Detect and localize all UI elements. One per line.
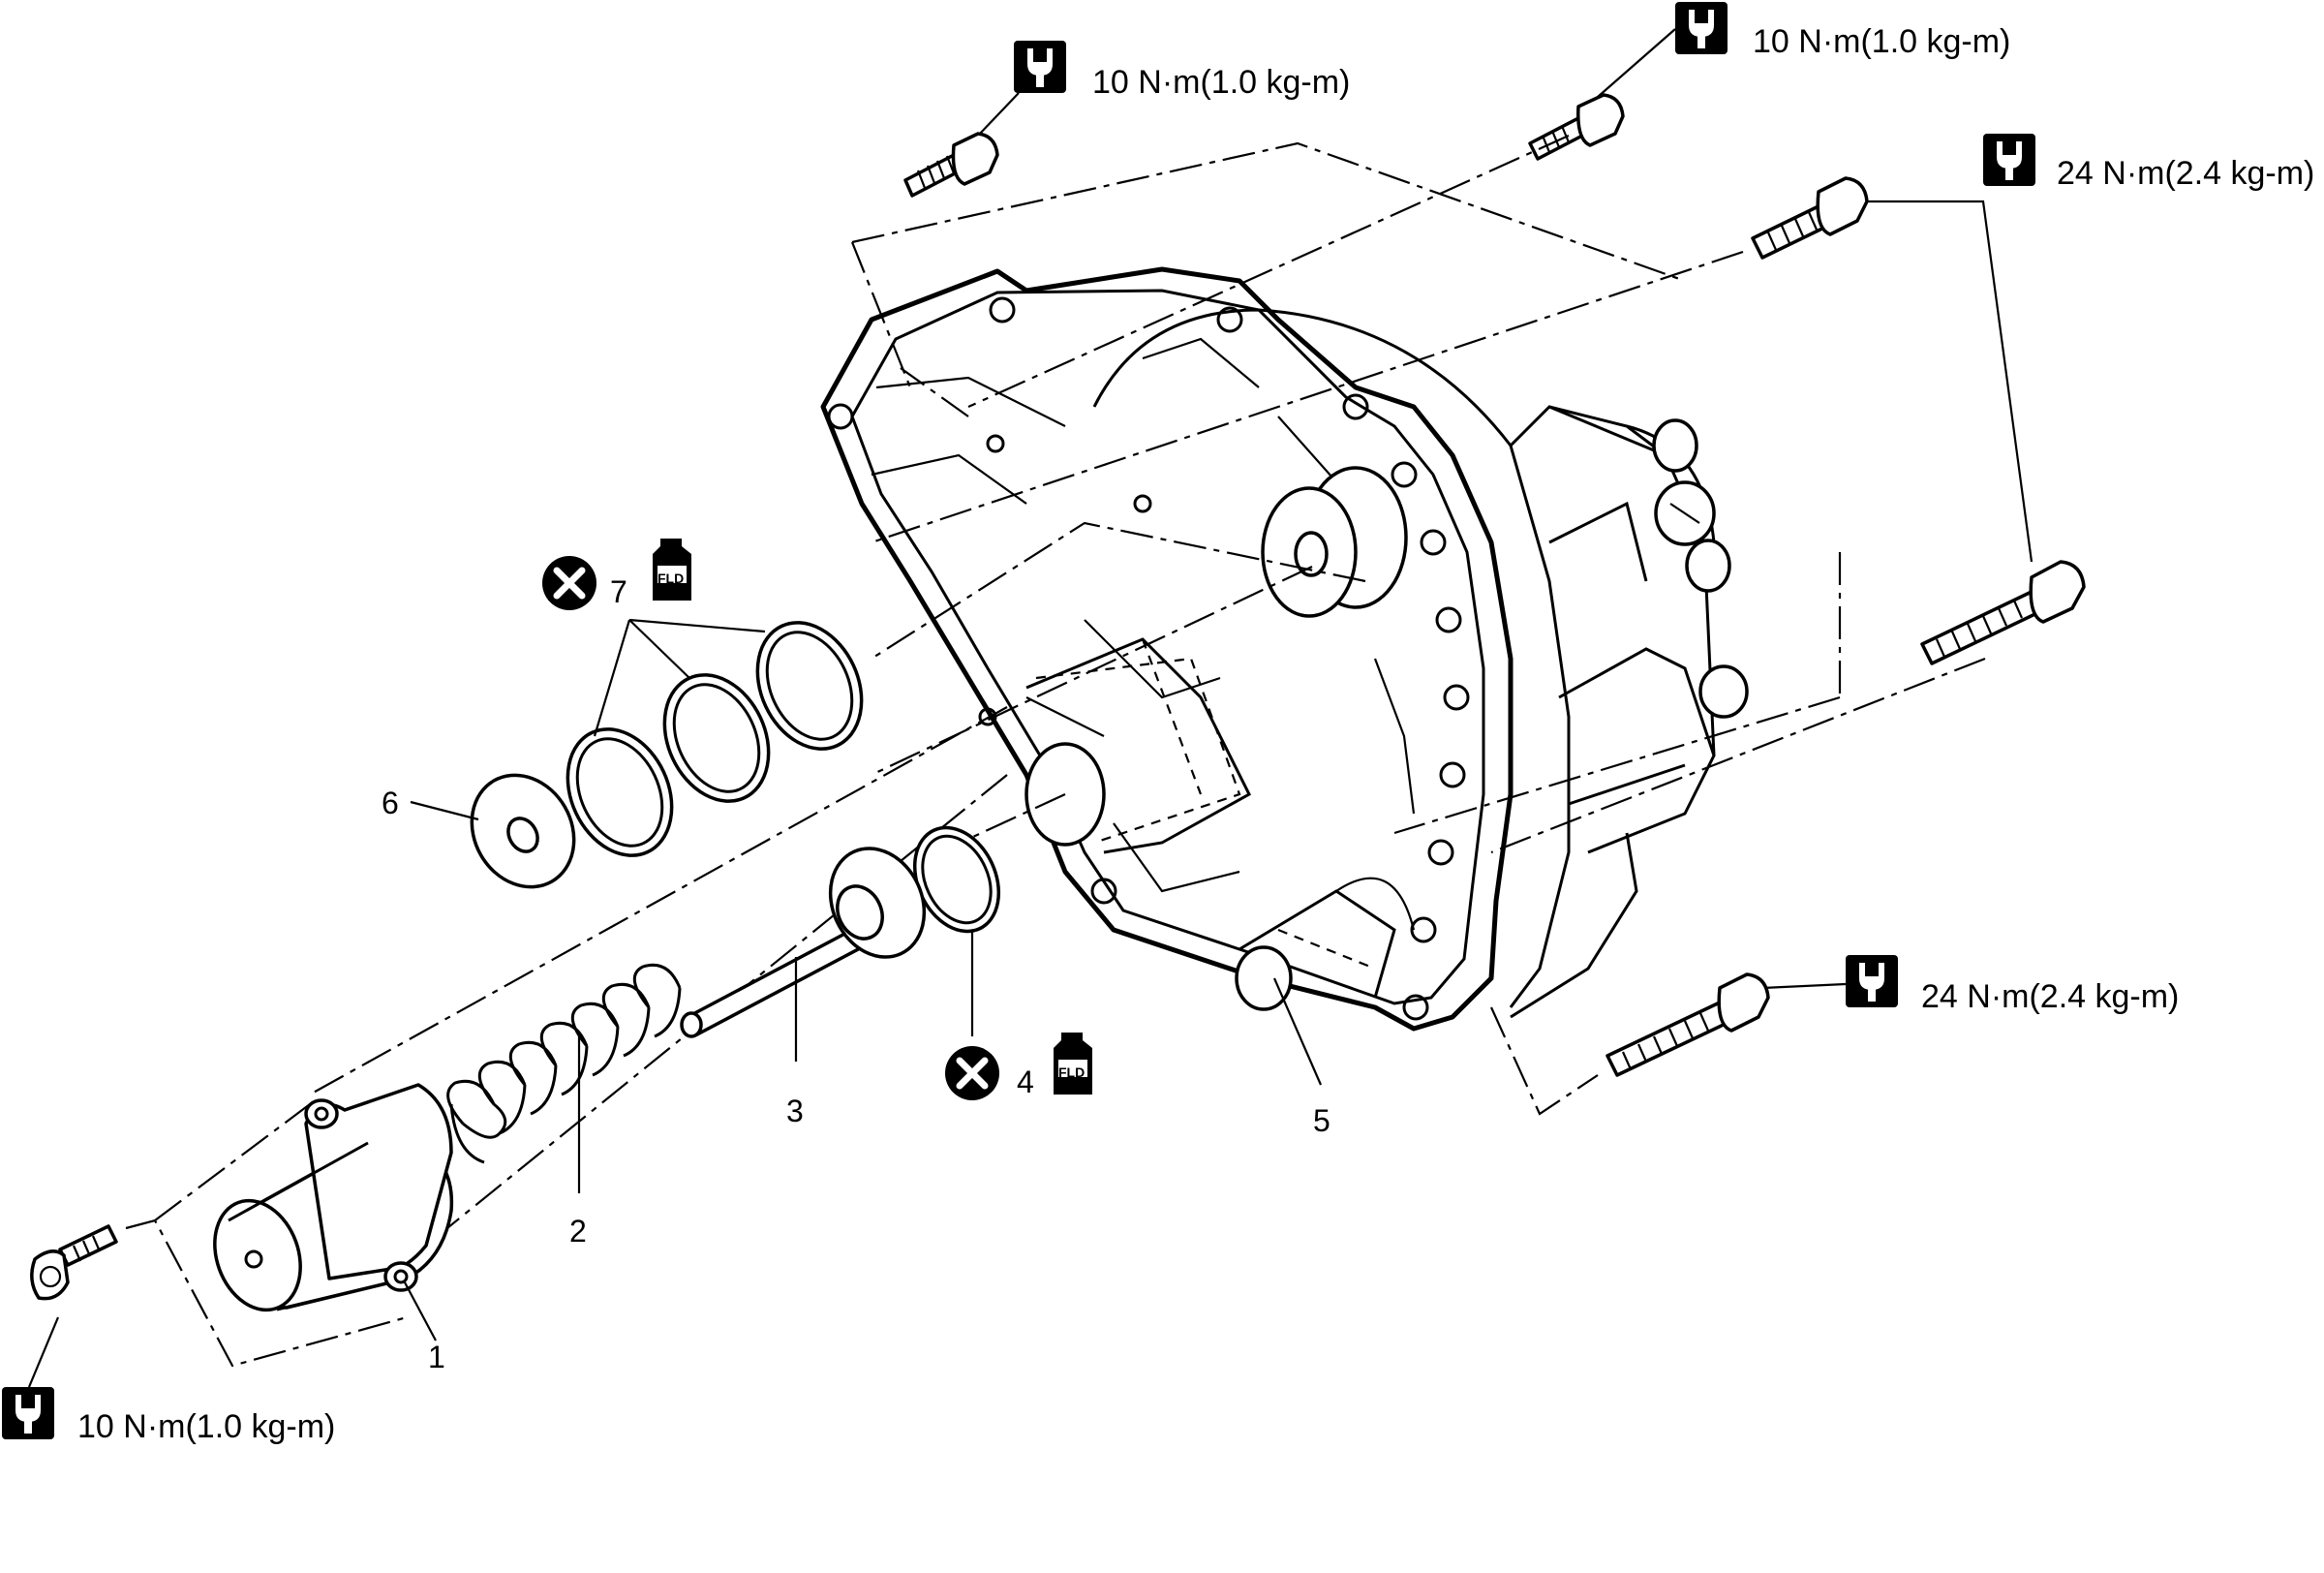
callout-number: 1 [428, 1340, 445, 1374]
fluid-bottle-icon [653, 539, 691, 601]
torque-wrench-icon [1675, 2, 1728, 54]
callout-3: 3 [786, 957, 804, 1128]
torque-spec-label: 10 N·m(1.0 kg-m) [1092, 64, 1350, 101]
bolt-right-lower [1605, 972, 1770, 1077]
bolt-bottom-left [30, 1224, 118, 1301]
transmission-case [820, 266, 1749, 1032]
assembly-lines [125, 134, 1986, 1368]
bolt-top-right [1528, 93, 1625, 161]
torque-wrench-icon [1846, 955, 1898, 1007]
bolt-right-middle [1920, 560, 2086, 665]
callout-7: 7 FLD [542, 539, 766, 737]
callout-number: 2 [569, 1214, 587, 1249]
push-rod [680, 847, 927, 1038]
torque-wrench-icon [1014, 41, 1066, 93]
callout-number: 4 [1017, 1064, 1034, 1099]
torque-spec-top-left: 10 N·m(1.0 kg-m) [1014, 41, 1350, 101]
fluid-badge-label: FLD [1058, 1064, 1085, 1080]
cylinder-boss [1024, 637, 1251, 854]
torque-spec-right-upper: 24 N·m(2.4 kg-m) [1983, 134, 2314, 192]
slave-cylinder [213, 1083, 454, 1312]
do-not-reuse-icon [542, 556, 596, 610]
callout-number: 7 [610, 574, 627, 609]
bolt-right-upper [1751, 176, 1869, 260]
torque-spec-right-lower: 24 N·m(2.4 kg-m) [1846, 955, 2179, 1015]
do-not-reuse-icon [945, 1046, 999, 1100]
callout-number: 6 [382, 786, 399, 820]
callout-2: 2 [569, 1036, 587, 1249]
washer [470, 773, 576, 889]
case-bolt-holes [827, 296, 1470, 1021]
torque-spec-label: 10 N·m(1.0 kg-m) [77, 1408, 335, 1445]
torque-spec-label: 24 N·m(2.4 kg-m) [2057, 155, 2314, 192]
seal-rings [566, 621, 864, 857]
torque-spec-top-right: 10 N·m(1.0 kg-m) [1675, 2, 2010, 60]
torque-wrench-icon [1983, 134, 2035, 186]
lower-bosses [1235, 877, 1416, 1011]
torque-spec-label: 10 N·m(1.0 kg-m) [1753, 23, 2010, 60]
callout-number: 5 [1313, 1103, 1330, 1138]
fluid-badge-label: FLD [657, 571, 684, 586]
callout-6: 6 [382, 786, 479, 821]
callout-1: 1 [404, 1281, 445, 1374]
torque-wrench-icon [2, 1387, 54, 1439]
torque-spec-label: 24 N·m(2.4 kg-m) [1921, 978, 2179, 1015]
callout-number: 3 [786, 1094, 804, 1128]
case-rear-details [1548, 418, 1749, 806]
shaft-boss [1261, 466, 1408, 618]
bolt-top-left [903, 132, 999, 198]
torque-leaders [27, 28, 2034, 1388]
fluid-bottle-icon [1054, 1033, 1092, 1095]
callout-4: 4 FLD [945, 930, 1092, 1100]
callout-5: 5 [1272, 977, 1330, 1138]
torque-spec-bottom-left: 10 N·m(1.0 kg-m) [2, 1387, 335, 1445]
